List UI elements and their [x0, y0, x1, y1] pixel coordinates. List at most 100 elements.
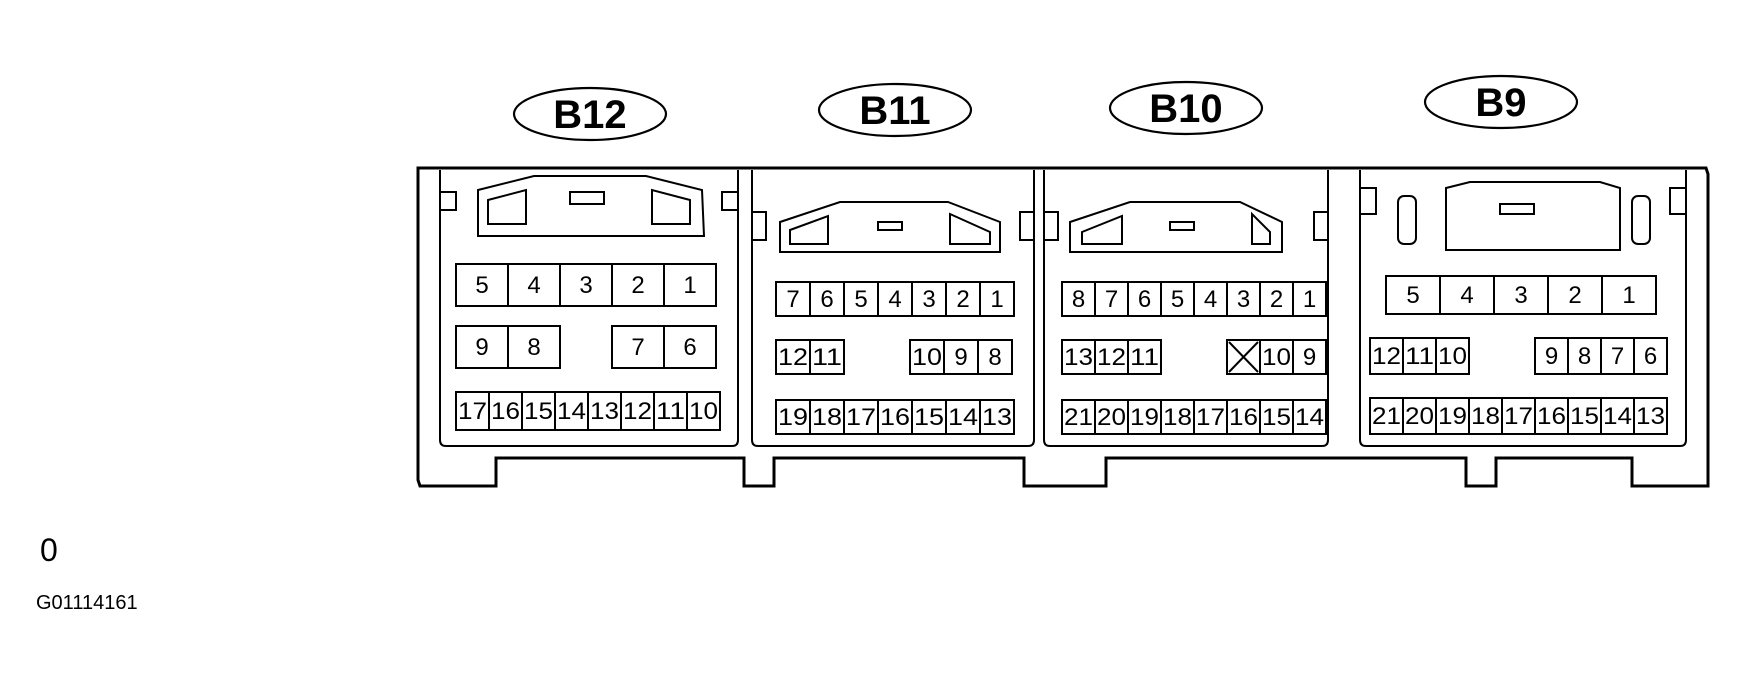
pin-number: 6	[1138, 286, 1151, 313]
pin-number: 1	[1303, 286, 1316, 313]
pin-number: 1	[683, 272, 696, 299]
pin-number: 3	[1237, 286, 1250, 313]
pin-b10-16: 16	[1226, 399, 1261, 435]
pin-number: 15	[1262, 404, 1291, 431]
connector-label-b12: B12	[512, 86, 668, 142]
pin-b11-13: 13	[979, 399, 1015, 435]
pin-b10-8: 8	[1061, 281, 1096, 317]
pin-b10-17: 17	[1193, 399, 1228, 435]
pin-b9-9: 9	[1534, 337, 1569, 375]
pin-b10-20: 20	[1094, 399, 1129, 435]
pin-b12-11: 11	[653, 391, 688, 431]
pin-b12-4: 4	[507, 263, 561, 307]
pin-number: 9	[1545, 343, 1558, 370]
pin-b12-12: 12	[620, 391, 655, 431]
pin-b12-8: 8	[507, 325, 561, 369]
pin-number: 13	[1064, 344, 1093, 371]
pin-b12-9: 9	[455, 325, 509, 369]
pin-number: 7	[631, 334, 644, 361]
pin-number: 15	[1570, 403, 1599, 430]
pin-number: 17	[458, 398, 487, 425]
pin-number: 5	[1406, 282, 1419, 309]
pin-b9-11: 11	[1402, 337, 1437, 375]
pin-b11-7: 7	[775, 281, 811, 317]
pin-b9-10: 10	[1435, 337, 1470, 375]
pin-number: 1	[990, 286, 1003, 313]
pin-number: 19	[1130, 404, 1159, 431]
pin-b9-5: 5	[1385, 275, 1441, 315]
pin-number: 11	[1130, 344, 1159, 371]
pin-number: 2	[956, 286, 969, 313]
pin-b9-16: 16	[1534, 397, 1569, 435]
pin-b11-18: 18	[809, 399, 845, 435]
connector-label-b10: B10	[1108, 80, 1264, 136]
pin-number: 15	[914, 404, 944, 431]
pin-b9-17: 17	[1501, 397, 1536, 435]
pin-b9-12: 12	[1369, 337, 1404, 375]
pin-number: 8	[527, 334, 540, 361]
pin-b11-6: 6	[809, 281, 845, 317]
pin-number: 8	[1072, 286, 1085, 313]
pin-number: 5	[1171, 286, 1184, 313]
pin-number: 12	[1372, 343, 1401, 370]
pin-number: 17	[1196, 404, 1225, 431]
pin-b10-7: 7	[1094, 281, 1129, 317]
pin-number: 10	[912, 344, 942, 371]
pin-b9-4: 4	[1439, 275, 1495, 315]
pin-number: 20	[1405, 403, 1434, 430]
pin-number: 18	[1471, 403, 1500, 430]
pin-number: 16	[491, 398, 520, 425]
pin-b11-2: 2	[945, 281, 981, 317]
pin-number: 14	[1603, 403, 1632, 430]
pin-b10-1: 1	[1292, 281, 1327, 317]
pin-number: 18	[812, 404, 842, 431]
pin-number: 3	[579, 272, 592, 299]
pin-b12-5: 5	[455, 263, 509, 307]
label-oval	[817, 82, 973, 138]
pin-b11-14: 14	[945, 399, 981, 435]
pin-number: 4	[888, 286, 901, 313]
pin-number: 9	[475, 334, 488, 361]
pin-number: 14	[948, 404, 978, 431]
document-id: G01114161	[36, 592, 138, 614]
legend-char: 0	[40, 532, 58, 568]
pin-number: 9	[954, 344, 967, 371]
pin-number: 21	[1372, 403, 1401, 430]
pin-number: 3	[922, 286, 935, 313]
connector-label-b11: B11	[817, 82, 973, 138]
pin-number: 4	[1460, 282, 1473, 309]
pin-b11-9: 9	[943, 339, 979, 375]
pin-b11-5: 5	[843, 281, 879, 317]
pin-number: 17	[1504, 403, 1533, 430]
pin-number: 8	[1578, 343, 1591, 370]
pin-b9-18: 18	[1468, 397, 1503, 435]
connector-label-text: B9	[1475, 81, 1526, 125]
pin-number: 21	[1064, 404, 1093, 431]
pin-number: 11	[812, 344, 842, 371]
pin-b10-18: 18	[1160, 399, 1195, 435]
pin-b9-14: 14	[1600, 397, 1635, 435]
pin-b10-21: 21	[1061, 399, 1096, 435]
pin-number: 19	[778, 404, 808, 431]
pin-b11-4: 4	[877, 281, 913, 317]
pin-number: 12	[623, 398, 652, 425]
pin-number: 11	[656, 398, 685, 425]
pin-b12-17: 17	[455, 391, 490, 431]
pin-b10-12: 12	[1094, 339, 1129, 375]
pin-b11-8: 8	[977, 339, 1013, 375]
pin-number: 2	[631, 272, 644, 299]
pin-number: 10	[689, 398, 718, 425]
pin-b10-blank	[1226, 339, 1261, 375]
pin-b10-9: 9	[1292, 339, 1327, 375]
label-oval	[512, 86, 668, 142]
pin-number: 10	[1262, 344, 1291, 371]
label-oval	[1423, 74, 1579, 130]
pin-number: 12	[778, 344, 808, 371]
pin-b10-6: 6	[1127, 281, 1162, 317]
pin-number: 7	[1611, 343, 1624, 370]
pin-number: 5	[475, 272, 488, 299]
pin-number: 5	[854, 286, 867, 313]
pin-number: 16	[1229, 404, 1258, 431]
pin-number: 16	[880, 404, 910, 431]
